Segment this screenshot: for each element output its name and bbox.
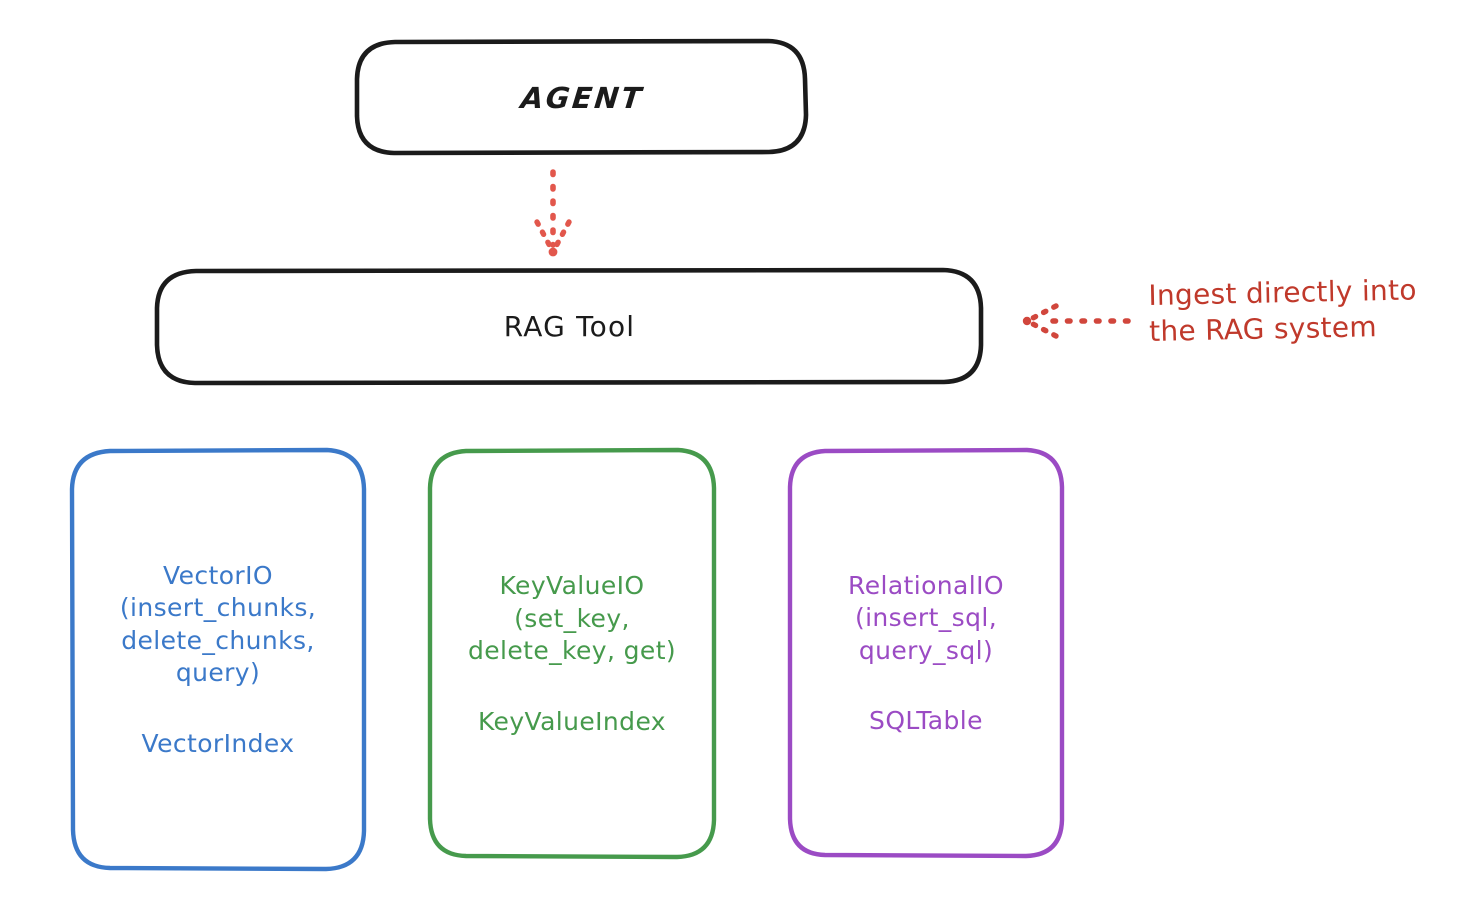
relational-io-subtitle: SQLTable bbox=[869, 706, 983, 735]
annotation-to-rag-connector bbox=[1022, 303, 1131, 339]
relational-io-title: RelationalIO (insert_sql, query_sql) bbox=[848, 570, 1004, 665]
agent-box-outline bbox=[354, 38, 809, 156]
agent-node[interactable]: AGENT bbox=[357, 41, 807, 154]
relational-io-node[interactable]: RelationalIO (insert_sql, query_sql) SQL… bbox=[790, 450, 1062, 857]
key-value-io-box-outline bbox=[427, 447, 717, 860]
annotation: Ingest directly into the RAG system bbox=[1148, 273, 1478, 351]
rag-tool-box-outline bbox=[154, 267, 984, 386]
key-value-io-subtitle: KeyValueIndex bbox=[477, 706, 666, 736]
vector-io-node[interactable]: VectorIO (insert_chunks, delete_chunks, … bbox=[72, 450, 364, 870]
rag-tool-label: RAG Tool bbox=[503, 310, 636, 343]
agent-to-rag-connector bbox=[534, 169, 572, 257]
relational-io-box-outline bbox=[787, 447, 1065, 859]
vector-io-title: VectorIO (insert_chunks, delete_chunks, … bbox=[119, 560, 317, 688]
agent-label: AGENT bbox=[518, 80, 646, 115]
annotation-text: Ingest directly into the RAG system bbox=[1148, 273, 1418, 349]
vector-io-subtitle: VectorIndex bbox=[141, 728, 295, 758]
vector-io-box-outline bbox=[69, 447, 367, 872]
key-value-io-node[interactable]: KeyValueIO (set_key, delete_key, get) Ke… bbox=[430, 450, 714, 858]
rag-tool-node[interactable]: RAG Tool bbox=[157, 270, 982, 383]
key-value-io-title: KeyValueIO (set_key, delete_key, get) bbox=[467, 571, 677, 665]
